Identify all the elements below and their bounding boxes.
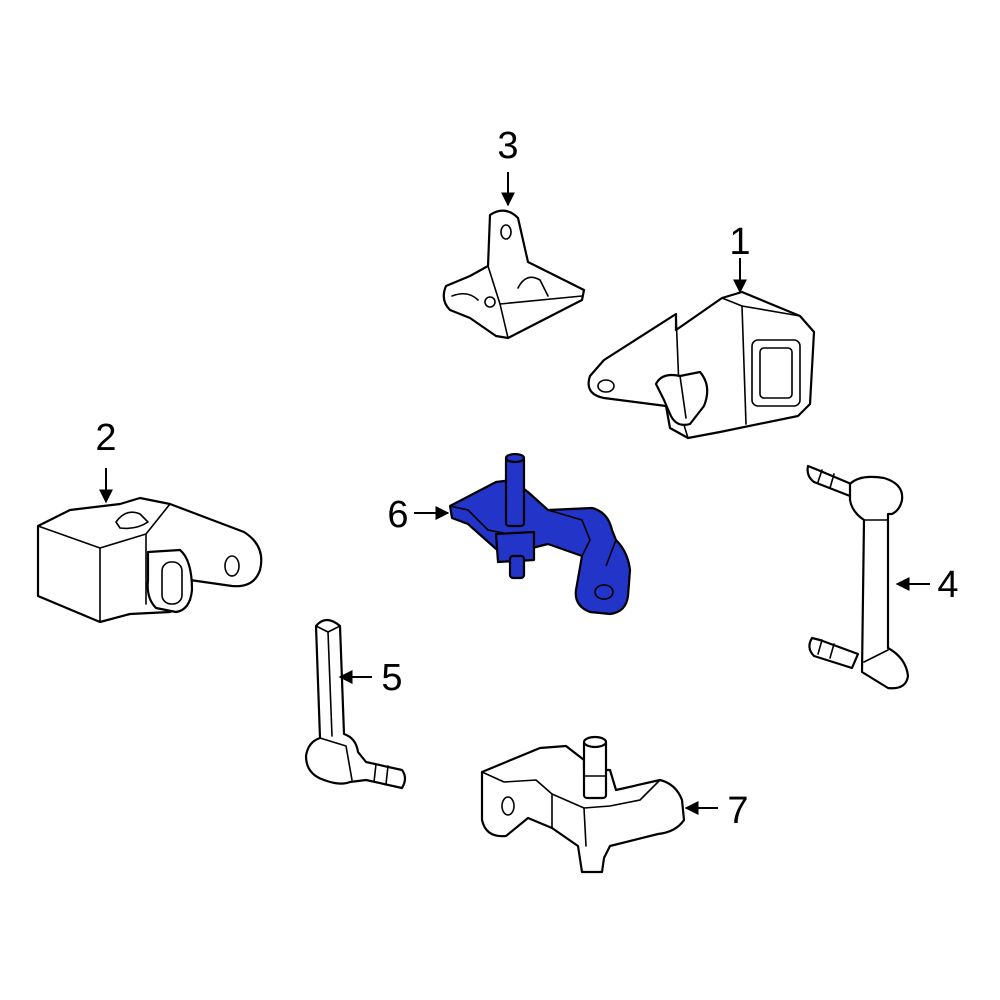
callout-2: 2 — [95, 417, 116, 459]
part-2-sensor[interactable] — [36, 496, 263, 624]
part-7-bracket[interactable] — [480, 735, 686, 874]
callout-5: 5 — [381, 657, 402, 699]
callout-3: 3 — [497, 125, 518, 167]
callout-labels: 3 1 2 6 4 5 7 — [95, 125, 958, 832]
part-6-bracket-highlighted[interactable] — [448, 452, 632, 616]
part-5-link-rod[interactable] — [304, 618, 407, 790]
callout-4: 4 — [937, 564, 958, 606]
callout-6: 6 — [387, 494, 408, 536]
callout-7: 7 — [727, 790, 748, 832]
callout-1: 1 — [729, 221, 750, 263]
part-4-link-rod[interactable] — [806, 464, 910, 690]
leader-lines — [99, 172, 930, 815]
part-3-bracket[interactable] — [442, 209, 586, 340]
part-1-sensor[interactable] — [587, 290, 816, 440]
